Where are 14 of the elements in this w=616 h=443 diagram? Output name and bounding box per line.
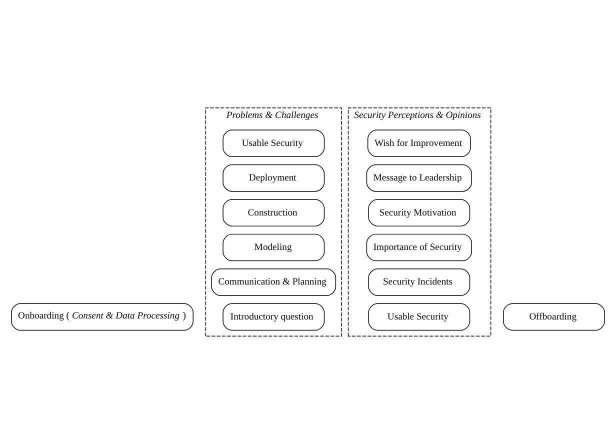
node-box: Importance of Security	[366, 233, 472, 261]
node-box: Wish for Improvement	[367, 129, 471, 156]
node-box: Introductory question	[222, 302, 325, 330]
node-box: Usable Security	[222, 129, 325, 156]
node-box: Usable Security	[368, 302, 470, 330]
node-box: Onboarding (Consent & Data Processing)	[11, 302, 194, 330]
node-box: Security Incidents	[368, 268, 470, 296]
node-box: Security Motivation	[368, 198, 470, 226]
node-box: Construction	[222, 198, 325, 226]
node-box: Offboarding	[503, 302, 605, 330]
node-box: Modeling	[222, 233, 325, 261]
node-box: Deployment	[222, 164, 325, 192]
node-box: Communication & Planning	[211, 268, 336, 296]
node-box: Message to Leadership	[366, 164, 472, 192]
